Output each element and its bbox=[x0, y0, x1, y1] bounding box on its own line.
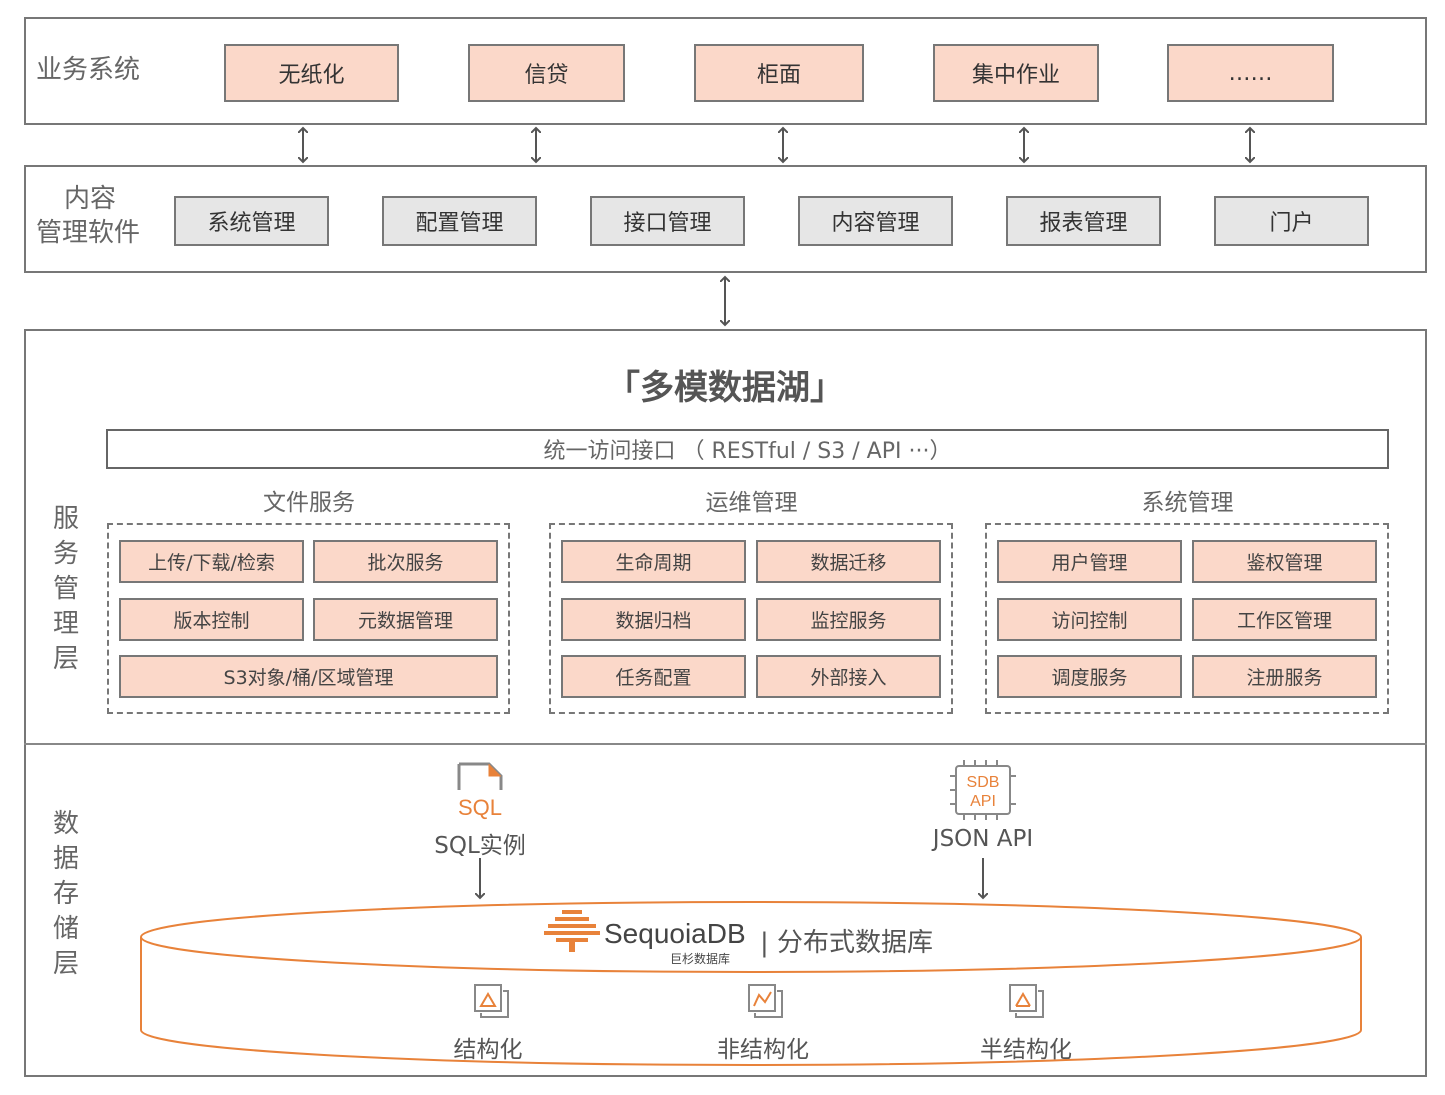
group-file-service bbox=[107, 523, 510, 714]
svc-batch: 批次服务 bbox=[313, 540, 498, 583]
layer-divider bbox=[24, 743, 1427, 745]
sys-user: 用户管理 bbox=[997, 540, 1182, 583]
ops-task-config: 任务配置 bbox=[561, 655, 746, 698]
cms-item-config: 配置管理 bbox=[382, 196, 537, 246]
business-item-more: …… bbox=[1167, 44, 1334, 102]
group-title-sys: 系统管理 bbox=[1141, 490, 1234, 516]
lake-title: 「多模数据湖」 bbox=[606, 368, 844, 408]
business-item-centralized-ops: 集中作业 bbox=[933, 44, 1099, 102]
type-unstructured: 非结构化 bbox=[717, 1037, 809, 1063]
sql-icon-text: SQL bbox=[458, 795, 502, 820]
sdb-icon-text: SDB bbox=[967, 774, 1000, 791]
cms-layer-label-line2: 管理软件 bbox=[36, 218, 141, 248]
cms-item-interface: 接口管理 bbox=[590, 196, 745, 246]
cms-item-system: 系统管理 bbox=[174, 196, 329, 246]
svc-upload-download: 上传/下载/检索 bbox=[119, 540, 304, 583]
type-structured: 结构化 bbox=[453, 1037, 523, 1063]
cms-item-portal: 门户 bbox=[1214, 196, 1369, 246]
service-layer-label: 服务管理层 bbox=[50, 502, 82, 677]
business-item-paperless: 无纸化 bbox=[224, 44, 399, 102]
cms-layer-label-line1: 内容 bbox=[64, 184, 117, 214]
group-title-ops: 运维管理 bbox=[705, 490, 798, 516]
sys-schedule: 调度服务 bbox=[997, 655, 1182, 698]
arrows-business-cms bbox=[303, 128, 1250, 162]
cms-item-content: 内容管理 bbox=[798, 196, 953, 246]
group-title-file-service: 文件服务 bbox=[263, 490, 355, 516]
business-item-credit: 信贷 bbox=[468, 44, 625, 102]
ops-migration: 数据迁移 bbox=[756, 540, 941, 583]
api-icon-text: API bbox=[970, 793, 996, 810]
sdb-api-chip-icon bbox=[950, 760, 1016, 820]
type-semistructured: 半结构化 bbox=[980, 1037, 1072, 1063]
semistructured-icon bbox=[1009, 984, 1044, 1018]
sequoiadb-logo-icon bbox=[544, 910, 600, 952]
ops-lifecycle: 生命周期 bbox=[561, 540, 746, 583]
ops-external: 外部接入 bbox=[756, 655, 941, 698]
sys-auth: 鉴权管理 bbox=[1192, 540, 1377, 583]
group-sys bbox=[985, 523, 1389, 714]
sys-access: 访问控制 bbox=[997, 598, 1182, 641]
db-brand: SequoiaDB bbox=[604, 918, 746, 949]
database-cylinder bbox=[140, 901, 1362, 1066]
json-api-label: JSON API bbox=[932, 826, 1034, 852]
sql-instance-label: SQL实例 bbox=[434, 833, 526, 859]
structured-icon bbox=[474, 984, 509, 1018]
sys-workspace: 工作区管理 bbox=[1192, 598, 1377, 641]
ops-monitor: 监控服务 bbox=[756, 598, 941, 641]
unified-interface-bar: 统一访问接口 （ RESTful / S3 / API ···） bbox=[106, 429, 1389, 469]
business-layer-label: 业务系统 bbox=[36, 55, 141, 85]
svc-metadata: 元数据管理 bbox=[313, 598, 498, 641]
storage-layer-label-text: 数据存储层 bbox=[52, 809, 79, 979]
svc-s3: S3对象/桶/区域管理 bbox=[119, 655, 498, 698]
db-description: | 分布式数据库 bbox=[760, 928, 934, 958]
cms-item-report: 报表管理 bbox=[1006, 196, 1161, 246]
unified-interface-text: 统一访问接口 （ RESTful / S3 / API ···） bbox=[543, 439, 952, 464]
sql-file-icon bbox=[457, 762, 503, 790]
db-brand-sub: 巨杉数据库 bbox=[670, 952, 731, 966]
ops-archive: 数据归档 bbox=[561, 598, 746, 641]
business-item-counter: 柜面 bbox=[694, 44, 864, 102]
unstructured-icon bbox=[748, 984, 783, 1018]
service-layer-label-text: 服务管理层 bbox=[52, 504, 79, 674]
sys-register: 注册服务 bbox=[1192, 655, 1377, 698]
group-ops bbox=[549, 523, 953, 714]
storage-layer-label: 数据存储层 bbox=[50, 807, 82, 982]
svc-version: 版本控制 bbox=[119, 598, 304, 641]
